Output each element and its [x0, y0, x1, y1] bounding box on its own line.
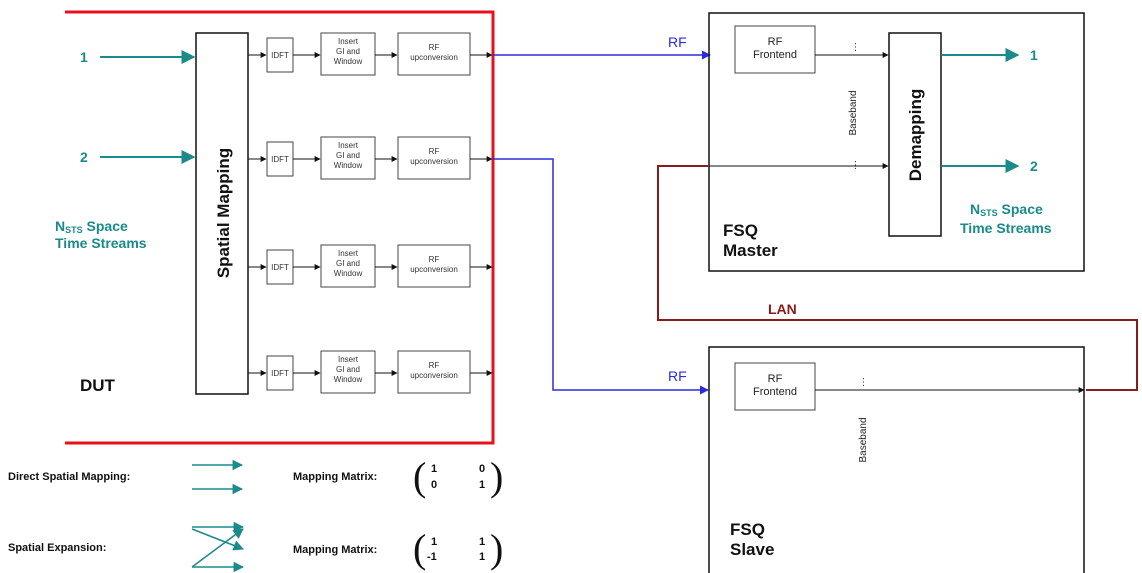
dut-input-2: 2 — [80, 149, 88, 165]
legend-expansion-label: Spatial Expansion: — [8, 542, 106, 554]
legend-direct-label: Direct Spatial Mapping: — [8, 471, 130, 483]
fsq-master-box — [708, 12, 1085, 272]
rf-upconversion-box — [397, 350, 471, 394]
idft-box — [266, 355, 294, 391]
legend-expansion-matrix-rparen: ) — [490, 526, 503, 571]
legend-direct-m12: 0 — [479, 463, 485, 475]
legend-direct-m21: 0 — [431, 479, 437, 491]
spatial-mapping-box — [195, 32, 249, 395]
legend-expansion-m12: 1 — [479, 536, 485, 548]
idft-box — [266, 37, 294, 73]
demapping-box — [888, 32, 942, 237]
gi-window-box — [320, 244, 376, 288]
demapping-label: Demapping — [906, 89, 925, 182]
lan-label: LAN — [768, 301, 797, 317]
slave-rf-label: RF — [668, 368, 687, 384]
legend-expansion-arrow-3 — [191, 528, 244, 568]
idft-label: IDFT — [271, 263, 289, 272]
legend-direct-matrix-rparen: ) — [490, 454, 503, 499]
slave-baseband-dots: ··· — [858, 377, 869, 387]
dut-streams-label: NSTS Space — [55, 218, 128, 235]
idft-label: IDFT — [271, 51, 289, 60]
master-rf-frontend-box — [734, 25, 816, 74]
dut-streams-label-line2: Time Streams — [55, 235, 147, 251]
fsq-slave-box — [708, 346, 1085, 573]
dut-border — [65, 10, 495, 445]
rf-connections: RF RF — [493, 34, 711, 395]
legend-expansion-arrow-2 — [191, 528, 244, 551]
lan-cable — [657, 165, 1138, 391]
master-rf-label: RF — [668, 34, 687, 50]
gi-window-box — [320, 136, 376, 180]
legend-expansion-m11: 1 — [431, 536, 437, 548]
legend-expansion-m22: 1 — [479, 551, 485, 563]
master-streams-label-line2: Time Streams — [960, 220, 1052, 236]
idft-label: IDFT — [271, 155, 289, 164]
gi-window-box — [320, 32, 376, 76]
idft-label: IDFT — [271, 369, 289, 378]
master-streams-label: NSTS Space — [970, 201, 1043, 218]
gi-window-box — [320, 350, 376, 394]
legend-direct-m22: 1 — [479, 479, 485, 491]
dut-label: DUT — [80, 376, 116, 395]
legend-expansion-matrix-label: Mapping Matrix: — [293, 544, 377, 556]
dut-input-1: 1 — [80, 49, 88, 65]
lan-link: LAN — [657, 165, 1138, 391]
dut-block: DUT 1 2 NSTS Space Time Streams Spatial … — [55, 10, 495, 445]
legend-direct-m11: 1 — [431, 463, 437, 475]
rf-link-slave — [493, 158, 709, 395]
master-baseband-label: Baseband — [848, 90, 859, 135]
legend: Direct Spatial Mapping: Mapping Matrix: … — [8, 454, 503, 573]
legend-direct-matrix-label: Mapping Matrix: — [293, 471, 377, 483]
legend-expansion-matrix-lparen: ( — [413, 526, 426, 571]
master-baseband-dots-top: ··· — [850, 42, 861, 52]
rf-upconversion-box — [397, 136, 471, 180]
legend-direct-matrix-lparen: ( — [413, 454, 426, 499]
master-baseband-dots-bottom: ··· — [850, 160, 861, 170]
slave-rf-frontend-box — [734, 362, 816, 411]
legend-expansion-m21: -1 — [427, 551, 437, 563]
master-output-1: 1 — [1030, 47, 1038, 63]
master-output-2: 2 — [1030, 158, 1038, 174]
idft-box — [266, 249, 294, 285]
rf-upconversion-box — [397, 32, 471, 76]
slave-baseband-label: Baseband — [858, 417, 869, 462]
rf-upconversion-box — [397, 244, 471, 288]
spatial-mapping-label: Spatial Mapping — [214, 148, 233, 278]
